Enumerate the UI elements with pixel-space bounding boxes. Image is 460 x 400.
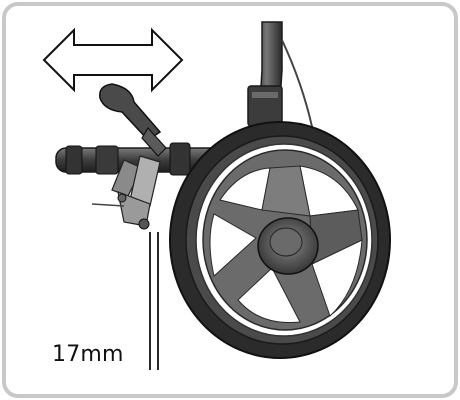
- dimension-lines: [149, 232, 159, 370]
- double-headed-arrow-icon: [42, 27, 184, 93]
- wheel: [169, 121, 391, 359]
- brake-lever: [91, 83, 167, 230]
- frame-post: [247, 21, 320, 241]
- measurement-label: 17mm: [52, 342, 124, 367]
